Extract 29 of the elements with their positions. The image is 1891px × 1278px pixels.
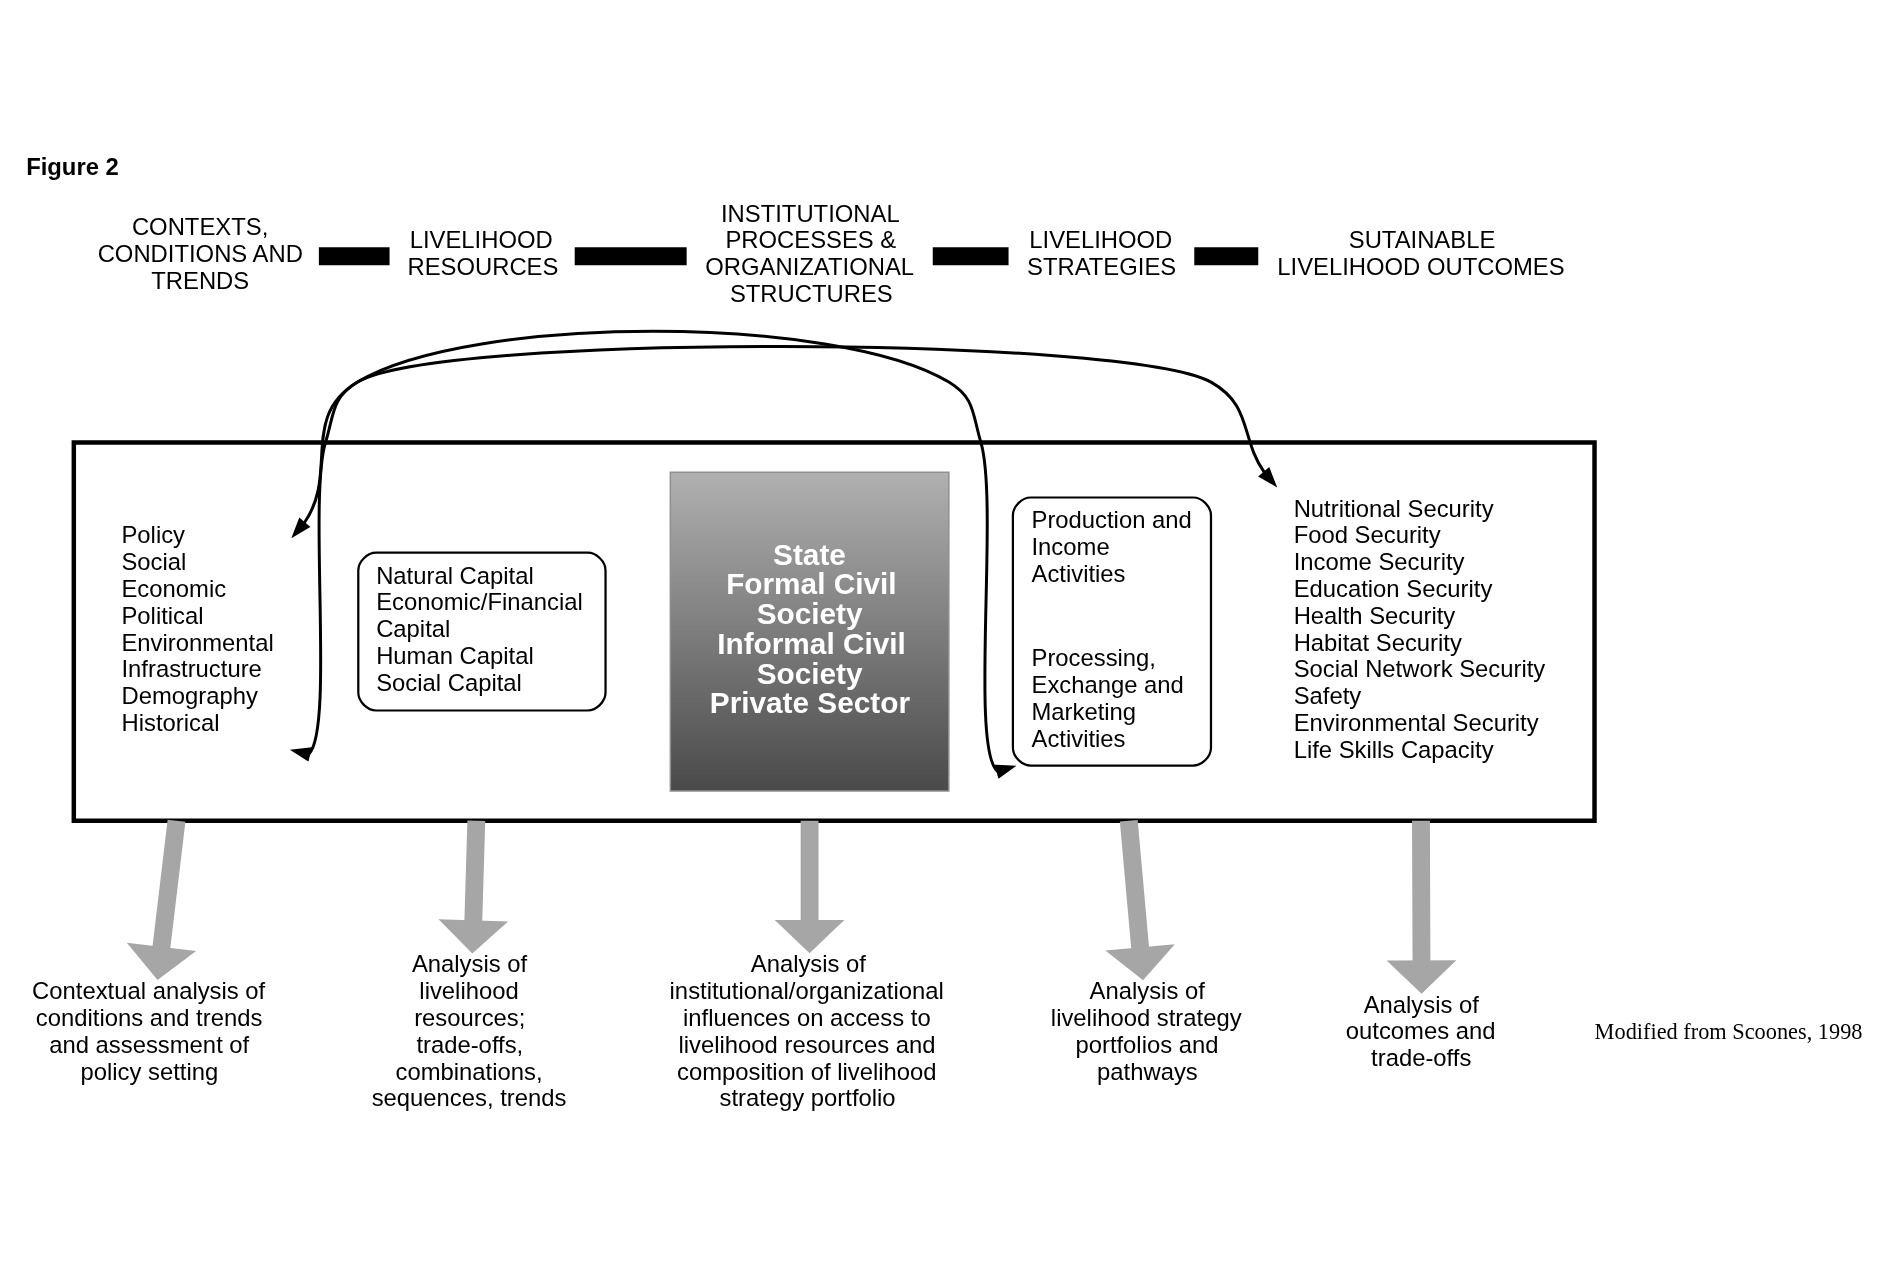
node-text: CONTEXTS, CONDITIONS AND TRENDS xyxy=(97,213,303,294)
connector xyxy=(574,247,687,266)
node-box: Production and Income Activities Processing, Exchange and Marketing Activities xyxy=(1011,496,1213,767)
connector xyxy=(318,247,390,266)
diagram-title: Figure 2 xyxy=(26,153,119,181)
node-text: LIVELIHOOD RESOURCES xyxy=(407,226,559,281)
arrow xyxy=(126,819,197,980)
arrow xyxy=(291,345,1278,539)
node-text: Analysis of outcomes and trade-offs xyxy=(1345,990,1496,1072)
node-text: LIVELIHOOD STRATEGIES xyxy=(1027,226,1177,281)
arrow xyxy=(1105,819,1175,981)
arrow xyxy=(289,329,1017,779)
node-text: Analysis of livelihood resources; trade-offs, combinations, sequences, trends xyxy=(371,950,567,1112)
node-text: SUTAINABLE LIVELIHOOD OUTCOMES xyxy=(1277,226,1565,281)
node-text: INSTITUTIONAL PROCESSES & ORGANIZATIONAL STRUCTURES xyxy=(705,199,915,308)
node-text: Analysis of institutional/organizational influences on access to livelihood resources and composition of livelihood strategy portfolio xyxy=(669,950,944,1112)
label: Modified from Scoones, 1998 xyxy=(1594,1018,1863,1044)
arrow xyxy=(1386,820,1457,994)
arrow xyxy=(774,820,845,954)
node-text: Contextual analysis of conditions and trends and assessment of policy setting xyxy=(32,977,266,1085)
node-box: Natural Capital Economic/Financial Capital Human Capital Social Capital xyxy=(357,551,607,712)
connector xyxy=(1194,247,1259,266)
arrow xyxy=(438,820,509,954)
cluster xyxy=(71,440,1597,823)
node-text: Policy Social Economic Political Environmental Infrastructure Demography Historical xyxy=(121,521,274,737)
node-text: Analysis of livelihood strategy portfolios and pathways xyxy=(1050,977,1242,1085)
connector xyxy=(932,247,1009,266)
node-text: Nutritional Security Food Security Income Security Education Security Health Security Habitat Security Social Network Security Safety Environmental Security Life Skills Capacity xyxy=(1293,494,1546,763)
node-box: State Formal Civil Society Informal Civil Society Private Sector xyxy=(669,471,950,792)
